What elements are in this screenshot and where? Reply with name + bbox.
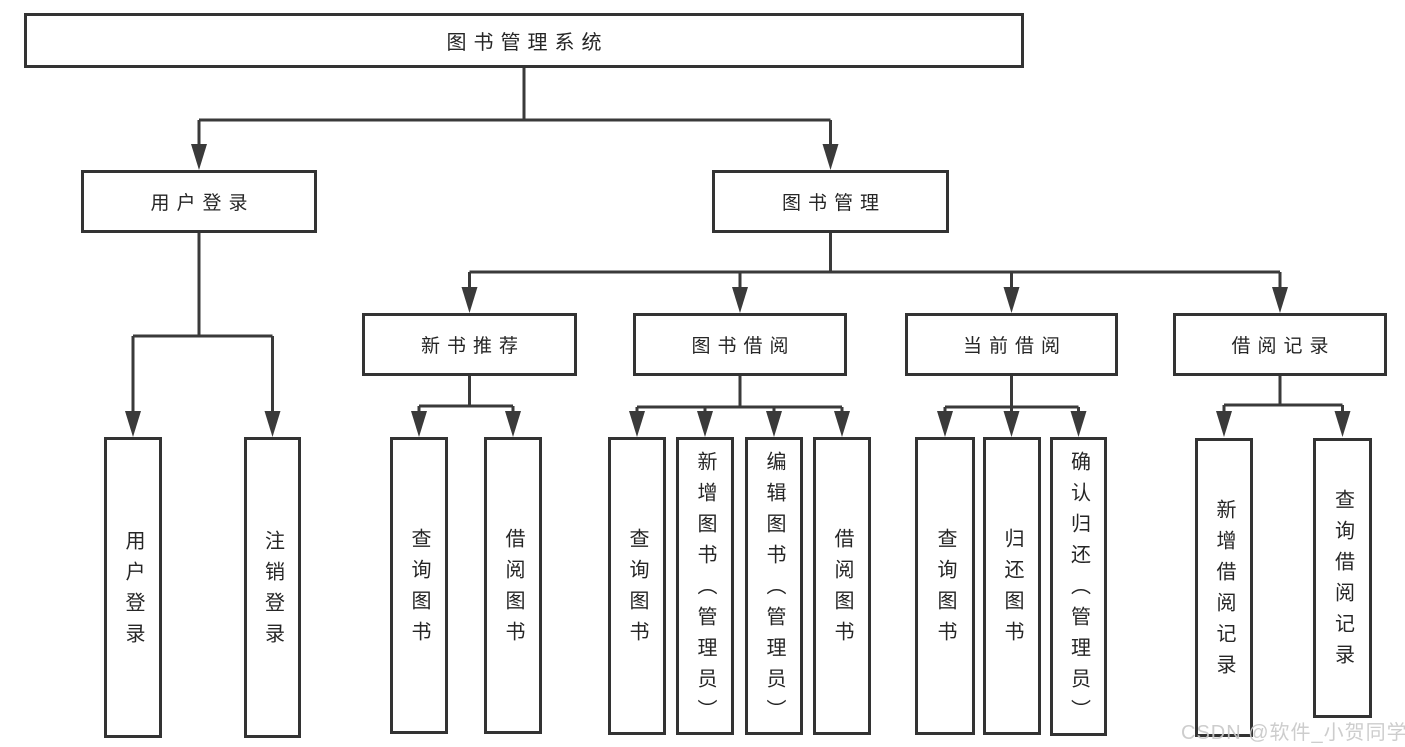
node-new-book-recommendation: 新书推荐 — [362, 313, 577, 376]
node-book-management: 图书管理 — [712, 170, 949, 233]
leaf-edit-books-admin: 编辑图书（管理员） — [745, 437, 803, 735]
node-user-login: 用户登录 — [81, 170, 317, 233]
arrow-down-icon — [191, 144, 207, 170]
leaf-query-books-current: 查询图书 — [915, 437, 975, 735]
arrow-down-icon — [822, 144, 839, 170]
arrow-down-icon — [1003, 287, 1020, 313]
arrow-down-icon — [1003, 411, 1020, 437]
leaf-confirm-return-admin: 确认归还（管理员） — [1050, 437, 1107, 736]
leaf-add-books-admin: 新增图书（管理员） — [676, 437, 734, 735]
node-book-borrowing: 图书借阅 — [633, 313, 847, 376]
connector-borrow-record-branch — [1216, 376, 1351, 437]
arrow-down-icon — [629, 411, 645, 437]
node-borrowing-records: 借阅记录 — [1173, 313, 1387, 376]
watermark: CSDN @软件_小贺同学 — [1181, 722, 1405, 744]
arrow-down-icon — [937, 411, 953, 437]
node-current-borrowing: 当前借阅 — [905, 313, 1118, 376]
arrow-down-icon — [411, 411, 427, 437]
leaf-borrow-books-borrow: 借阅图书 — [813, 437, 871, 735]
connector-current-borrow-branch — [937, 376, 1087, 437]
arrow-down-icon — [505, 411, 521, 437]
leaf-query-books-recommend: 查询图书 — [390, 437, 448, 734]
arrow-down-icon — [1272, 287, 1288, 313]
leaf-add-borrow-record: 新增借阅记录 — [1195, 438, 1253, 737]
arrow-down-icon — [697, 411, 713, 437]
connector-book-borrow-branch — [629, 376, 850, 437]
connector-book-management-branch — [461, 233, 1288, 313]
arrow-down-icon — [834, 411, 850, 437]
leaf-query-borrow-record: 查询借阅记录 — [1313, 438, 1372, 718]
arrow-down-icon — [766, 411, 782, 437]
leaf-borrow-books-recommend: 借阅图书 — [484, 437, 542, 734]
arrow-down-icon — [732, 287, 748, 313]
connector-user-login-branch — [125, 233, 281, 437]
arrow-down-icon — [264, 411, 281, 437]
arrow-down-icon — [125, 411, 141, 437]
arrow-down-icon — [1216, 411, 1232, 437]
arrow-down-icon — [1334, 411, 1351, 437]
leaf-return-books: 归还图书 — [983, 437, 1041, 735]
node-library-management-system: 图书管理系统 — [24, 13, 1024, 68]
leaf-user-login: 用户登录 — [104, 437, 162, 738]
leaf-query-books-borrow: 查询图书 — [608, 437, 666, 735]
leaf-logout: 注销登录 — [244, 437, 301, 738]
connector-root-to-level2 — [191, 66, 839, 170]
arrow-down-icon — [461, 287, 478, 313]
connector-new-book-branch — [411, 376, 521, 437]
arrow-down-icon — [1070, 411, 1087, 437]
